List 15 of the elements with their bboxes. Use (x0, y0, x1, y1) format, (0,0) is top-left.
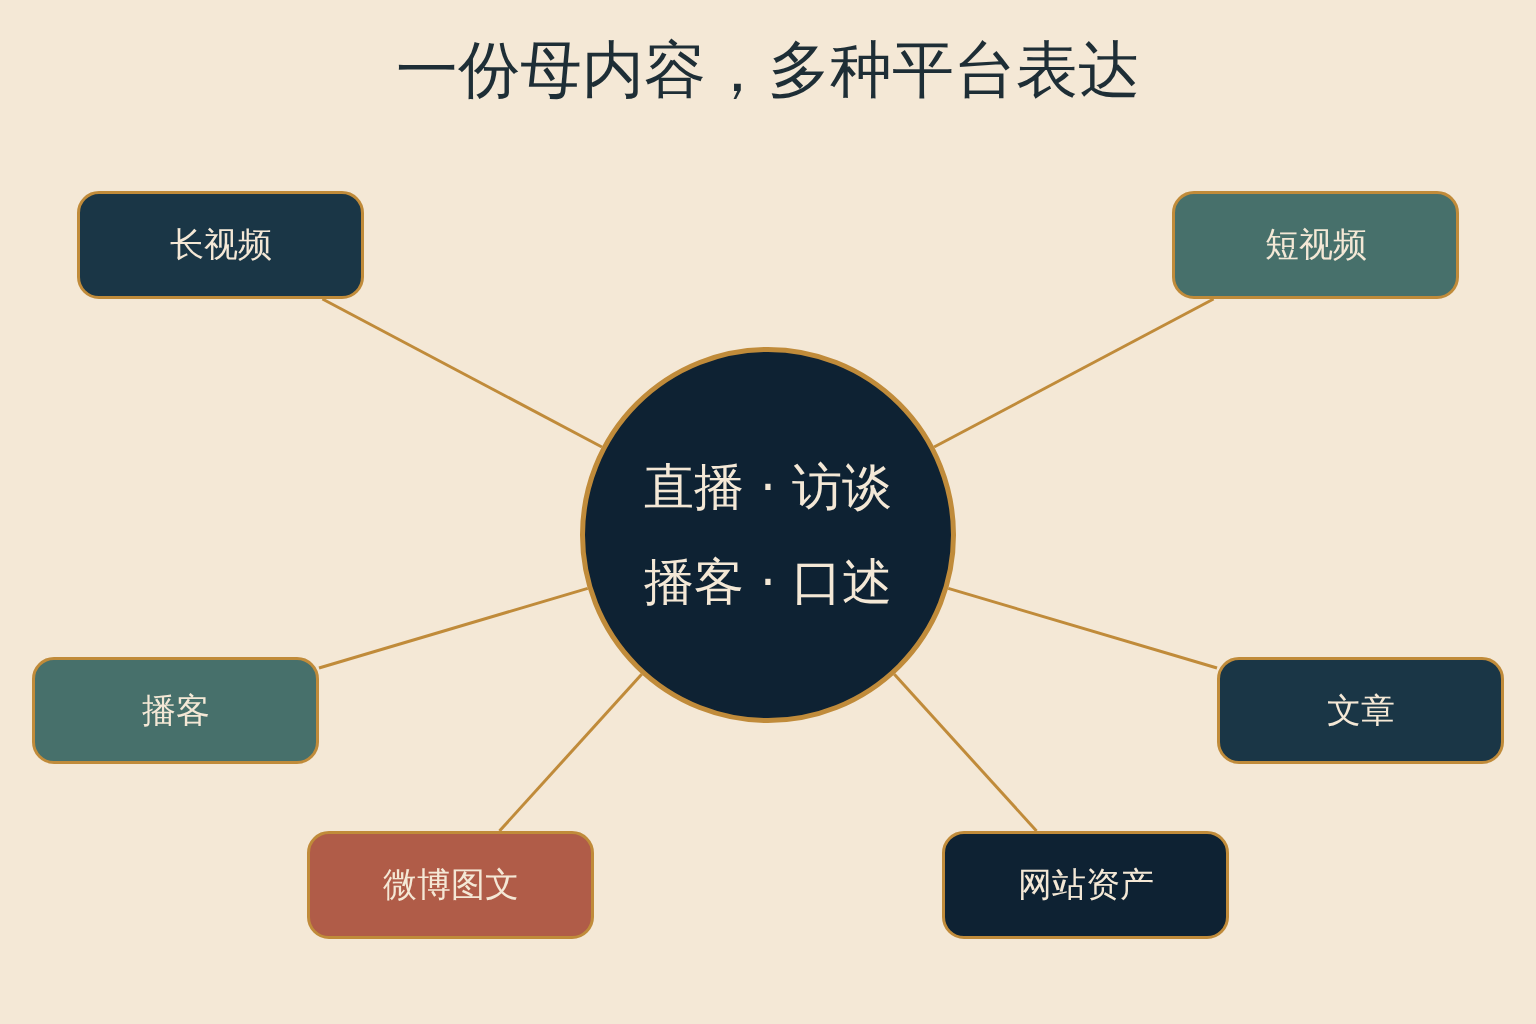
center-text: 播客 · 口述 (644, 552, 892, 613)
platform-box: 播客 (32, 657, 319, 764)
platform-box: 文章 (1217, 657, 1504, 764)
connector-line (318, 586, 589, 670)
platform-box: 微博图文 (307, 831, 594, 939)
center-text: 直播 · 访谈 (644, 457, 892, 518)
platform-box: 短视频 (1172, 191, 1459, 299)
connector-line (947, 586, 1218, 670)
title: 一份母内容，多种平台表达 (396, 33, 1140, 106)
connector-line (933, 297, 1215, 449)
platform-box: 长视频 (77, 191, 364, 299)
connector-line (321, 297, 603, 449)
platform-box: 网站资产 (942, 831, 1229, 939)
connector-line (498, 673, 643, 832)
connector-line (893, 673, 1038, 832)
